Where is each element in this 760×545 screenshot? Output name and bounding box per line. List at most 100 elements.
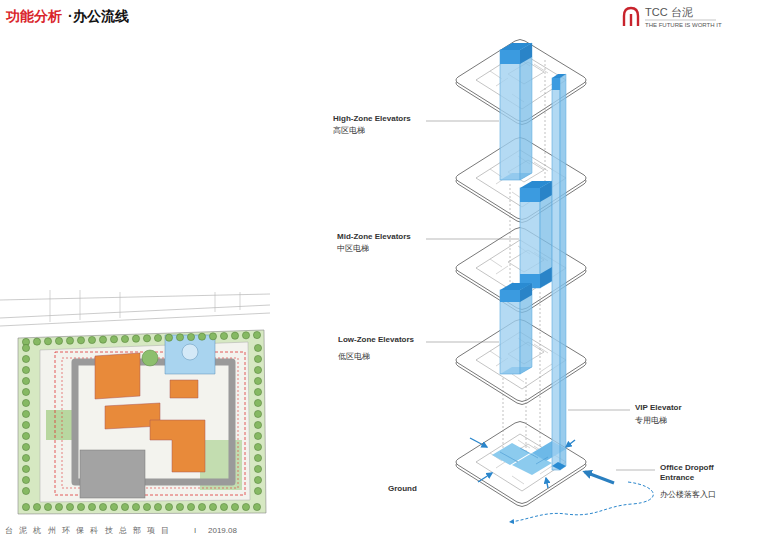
leader-lines-part: [616, 470, 655, 471]
zone-label: VIP Elevator: [635, 403, 682, 413]
mid-zone-shaft-part: [520, 188, 540, 202]
tree-symbol: [254, 388, 261, 395]
tree-symbol: [143, 335, 150, 342]
tree-symbol: [22, 465, 29, 472]
tree-symbol: [254, 476, 261, 483]
low-zone-shaft-part: [520, 283, 532, 374]
tree-symbol: [22, 399, 29, 406]
tree-symbol: [22, 443, 29, 450]
entry-arrow: [478, 473, 492, 482]
tree-symbol: [66, 337, 73, 344]
site-plan-part: [170, 380, 198, 398]
tree-symbol: [253, 331, 260, 338]
tree-symbol: [254, 454, 261, 461]
tree-symbol: [22, 366, 29, 373]
tree-symbol: [254, 399, 261, 406]
tree-symbol: [220, 332, 227, 339]
site-plan-part: [165, 335, 215, 374]
site-plan-part: [150, 420, 205, 472]
tree-symbol: [22, 355, 29, 362]
tree-symbol: [110, 336, 117, 343]
site-plan-part: [80, 450, 145, 498]
mid-zone-shaft: [520, 181, 552, 288]
tree-symbol: [22, 421, 29, 428]
floor-plate: [456, 422, 586, 507]
tree-symbol: [121, 503, 128, 510]
leader-lines: [426, 121, 655, 470]
site-plan-part: [50, 290, 240, 322]
tree-symbol: [254, 377, 261, 384]
site-plan-part: [40, 342, 250, 502]
low-zone-shaft-part: [500, 283, 532, 290]
tree-symbol: [22, 388, 29, 395]
tree-symbol: [22, 377, 29, 384]
high-zone-shaft-part: [500, 43, 532, 50]
tree-symbol: [132, 503, 139, 510]
tree-symbol: [220, 503, 227, 510]
tree-symbol: [254, 432, 261, 439]
zone-label: High-Zone Elevators: [333, 114, 411, 124]
tree-symbol: [231, 332, 238, 339]
entrance-label: Office Dropoff Entrance: [660, 463, 736, 482]
leader-lines-part: [426, 342, 499, 343]
tree-symbol: [165, 503, 172, 510]
tree-symbol: [242, 332, 249, 339]
high-zone-shaft-part: [520, 43, 532, 180]
tree-symbol: [154, 503, 161, 510]
site-plan-part: [142, 350, 158, 366]
zone-label: Low-Zone Elevators: [338, 335, 414, 345]
tree-symbol: [254, 410, 261, 417]
high-zone-shaft-part: [500, 50, 520, 180]
mid-zone-shaft-part: [520, 181, 552, 188]
tree-symbol: [254, 487, 261, 494]
tree-symbol: [154, 334, 161, 341]
entry-arrow: [546, 478, 548, 488]
tree-symbol: [22, 476, 29, 483]
zone-label-cn: 低区电梯: [338, 352, 370, 362]
vip-shaft-part: [560, 74, 566, 470]
mid-zone-shaft-part: [540, 181, 552, 288]
tree-symbol: [254, 355, 261, 362]
tree-symbol: [55, 503, 62, 510]
entrance-label-cn: 办公楼落客入口: [660, 490, 716, 500]
tree-symbol: [22, 410, 29, 417]
tree-symbol: [55, 337, 62, 344]
tree-symbol: [176, 503, 183, 510]
tree-symbol: [231, 503, 238, 510]
tree-symbol: [198, 333, 205, 340]
tree-symbol: [77, 337, 84, 344]
tree-symbol: [209, 503, 216, 510]
tree-symbol: [132, 335, 139, 342]
logo-text: TCC 台泥: [645, 6, 693, 19]
tree-symbol: [44, 338, 51, 345]
vehicle-path: [510, 482, 653, 522]
site-plan-part: [46, 410, 72, 440]
tree-symbol: [143, 503, 150, 510]
tree-symbol: [77, 503, 84, 510]
site-plan: [0, 290, 270, 514]
tree-symbol: [254, 344, 261, 351]
page-subtitle: ·办公流线: [68, 8, 129, 25]
tree-symbol: [22, 454, 29, 461]
vip-shaft-part: [552, 74, 566, 78]
footer-separator: I: [194, 526, 196, 536]
lobby-area-part: [500, 448, 548, 464]
tree-symbol: [22, 487, 29, 494]
tree-symbol: [254, 443, 261, 450]
dropoff-arrow: [585, 472, 614, 483]
zone-label-cn: 高区电梯: [333, 126, 365, 136]
tree-symbol: [88, 336, 95, 343]
zone-label-cn: 专用电梯: [635, 416, 667, 426]
entry-arrow: [470, 438, 487, 447]
site-plan-part: [18, 330, 266, 514]
tree-symbol: [254, 465, 261, 472]
vip-shaft-part: [552, 78, 560, 470]
tree-symbol: [22, 344, 29, 351]
tree-symbol: [44, 503, 51, 510]
low-zone-shaft: [500, 283, 532, 374]
mid-zone-shaft-part: [540, 267, 552, 288]
footer-date: 2019.08: [208, 526, 237, 536]
high-zone-shaft: [500, 43, 532, 180]
